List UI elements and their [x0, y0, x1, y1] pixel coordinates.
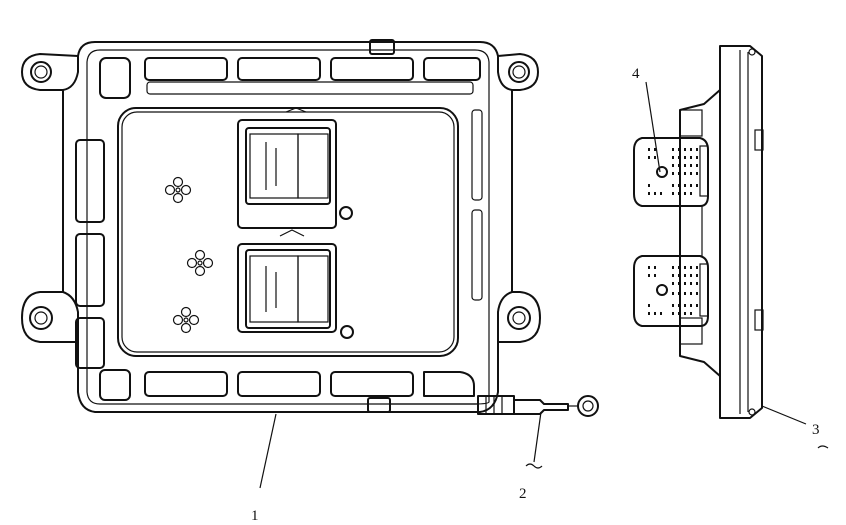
fins-top: [99, 57, 481, 99]
ground-strap: [367, 395, 599, 417]
panel-hole-upper: [339, 206, 353, 220]
panel-hole-lower: [340, 325, 354, 339]
fins-bottom: [99, 369, 475, 401]
side-connector-lower: [633, 255, 709, 327]
ground-ring-terminal: [577, 395, 599, 417]
callout-2: 2: [519, 411, 543, 502]
mounting-ear-bottom-left: [21, 291, 79, 343]
bolt-pattern-3: [172, 306, 200, 334]
callout-3: 3: [761, 405, 829, 449]
callout-label-3: 3: [812, 422, 820, 438]
ecm-side-view: [633, 45, 764, 419]
top-tab: [369, 39, 395, 55]
leader-line-2: [533, 411, 542, 463]
ecm-front-view: [21, 39, 599, 417]
fins-right: [471, 109, 483, 301]
leader-line-4: [645, 81, 661, 173]
side-connector-spacer: [679, 205, 703, 257]
connector-j1-front: [237, 107, 337, 229]
leader-line-3: [761, 405, 807, 425]
callout-label-2: 2: [519, 486, 527, 502]
inner-panel: [117, 107, 459, 357]
pin-grid-lower: [648, 266, 698, 315]
side-connector-upper: [633, 137, 709, 207]
bolt-pattern-1: [164, 176, 192, 204]
callout-label-4: 4: [632, 66, 640, 82]
mounting-ear-top-right: [497, 53, 539, 91]
callout-label-1: 1: [251, 508, 259, 524]
callout-1: 1: [251, 413, 277, 524]
pin-grid-upper: [648, 148, 698, 195]
mounting-ear-bottom-right: [497, 291, 541, 343]
housing-outline: [62, 41, 513, 413]
callout-4: 4: [632, 66, 661, 173]
side-housing: [719, 45, 763, 419]
bolt-pattern-2: [186, 249, 214, 277]
connector-j2-front: [237, 229, 337, 333]
fins-left: [75, 139, 105, 369]
leader-line-1: [259, 413, 277, 489]
mounting-ear-top-left: [21, 53, 79, 91]
